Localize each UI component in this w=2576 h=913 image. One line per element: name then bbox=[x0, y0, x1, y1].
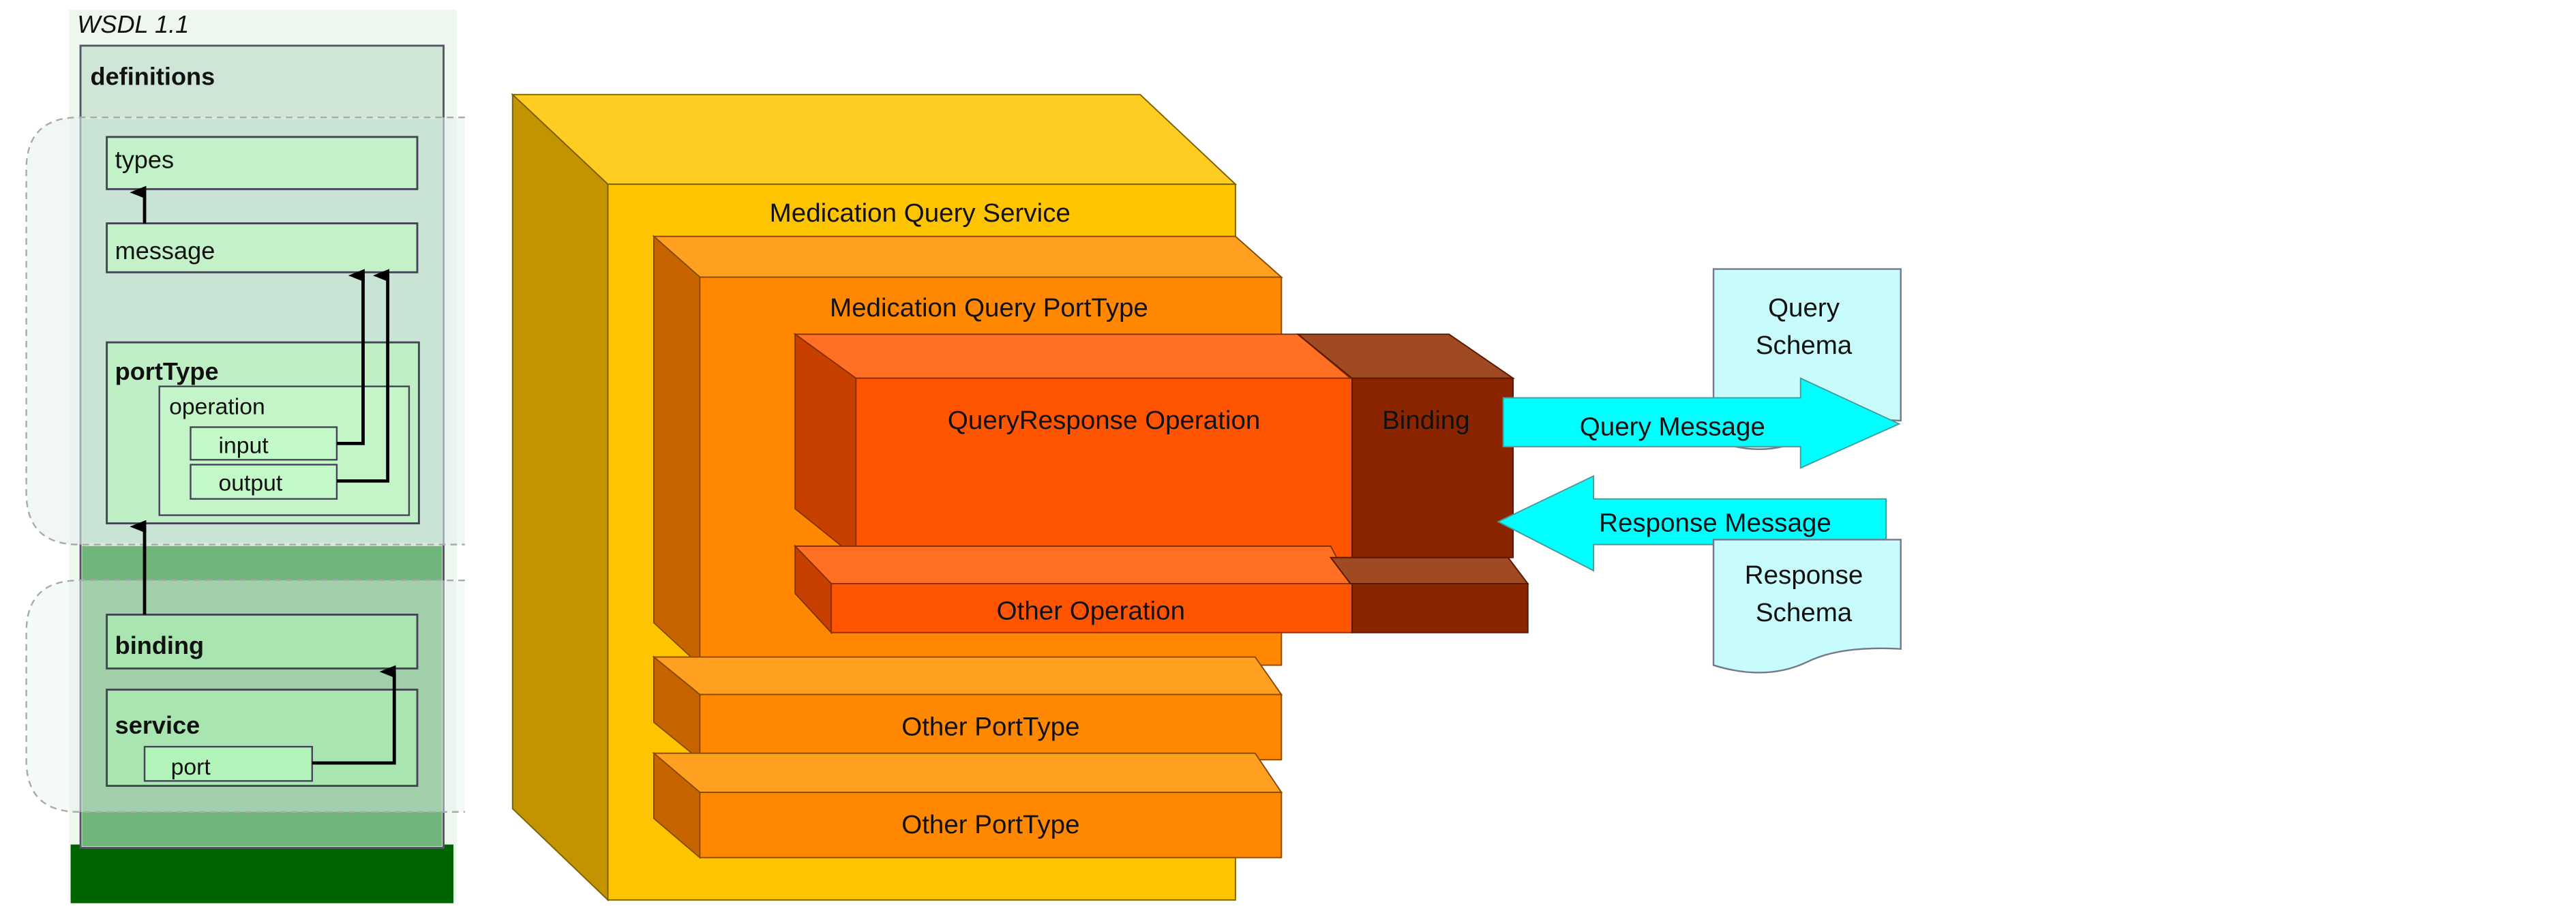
query-schema-line-2: Schema bbox=[1756, 331, 1853, 360]
other-operation-block-top bbox=[793, 545, 1352, 584]
binding-title: Binding bbox=[1382, 406, 1470, 435]
other-operation-binding-front bbox=[1351, 583, 1529, 633]
porttype-title: Medication Query PortType bbox=[830, 293, 1148, 323]
output-box bbox=[190, 464, 338, 500]
port-label: port bbox=[171, 755, 211, 780]
other-porttype-1-front bbox=[699, 693, 1283, 761]
definitions-label: definitions bbox=[91, 62, 215, 90]
other-porttype-2-title: Other PortType bbox=[901, 810, 1079, 839]
query-message-label: Query Message bbox=[1580, 413, 1765, 442]
operation-title: QueryResponse Operation bbox=[948, 406, 1260, 435]
service-3d-diagram: Medication Query Service Medication Quer… bbox=[511, 93, 1529, 902]
porttype-block-side bbox=[653, 235, 701, 667]
operation-block-front bbox=[855, 377, 1353, 558]
response-schema-line-1: Response bbox=[1745, 560, 1863, 590]
input-to-message-arrow bbox=[336, 269, 365, 445]
other-porttype-2-top bbox=[652, 752, 1283, 794]
service-label: service bbox=[115, 711, 200, 739]
query-schema-line-1: Query bbox=[1768, 293, 1840, 323]
types-label: types bbox=[115, 145, 174, 173]
query-message-arrow bbox=[1502, 377, 1901, 469]
other-porttype-1-top bbox=[652, 656, 1283, 695]
wsdl-structure-panel: WSDL 1.1 definitions types message portT… bbox=[25, 10, 465, 903]
message-label: message bbox=[115, 237, 215, 265]
output-label: output bbox=[218, 471, 282, 496]
other-porttype-1-title: Other PortType bbox=[901, 713, 1079, 742]
service-block-top bbox=[511, 93, 1238, 185]
response-schema-line-2: Schema bbox=[1756, 598, 1853, 627]
service-block-side bbox=[511, 93, 609, 902]
binding-label: binding bbox=[115, 631, 204, 659]
other-operation-title: Other Operation bbox=[997, 597, 1185, 626]
port-to-binding-arrow bbox=[312, 665, 396, 765]
binding-box bbox=[106, 613, 419, 670]
port-box bbox=[143, 745, 313, 782]
wsdl-version-title: WSDL 1.1 bbox=[77, 10, 189, 38]
response-message-label: Response Message bbox=[1599, 509, 1831, 538]
messages-panel: Query Schema Query Message Response Mess… bbox=[1497, 268, 1902, 674]
binding-block-front bbox=[1351, 377, 1514, 558]
service-title: Medication Query Service bbox=[770, 198, 1070, 228]
operation-block-top bbox=[793, 333, 1353, 379]
output-to-message-arrow bbox=[336, 269, 390, 483]
porttype-label: portType bbox=[115, 357, 219, 385]
other-porttype-2-front bbox=[699, 792, 1283, 858]
operation-label: operation bbox=[169, 394, 265, 419]
wsdl-green-base bbox=[70, 844, 454, 903]
other-operation-binding-top bbox=[1329, 556, 1529, 584]
message-box bbox=[106, 222, 419, 273]
other-operation-block-front bbox=[830, 583, 1353, 633]
input-label: input bbox=[218, 434, 269, 459]
types-box bbox=[106, 136, 419, 190]
response-schema-doc bbox=[1712, 539, 1902, 674]
porttype-block-top bbox=[652, 235, 1283, 278]
